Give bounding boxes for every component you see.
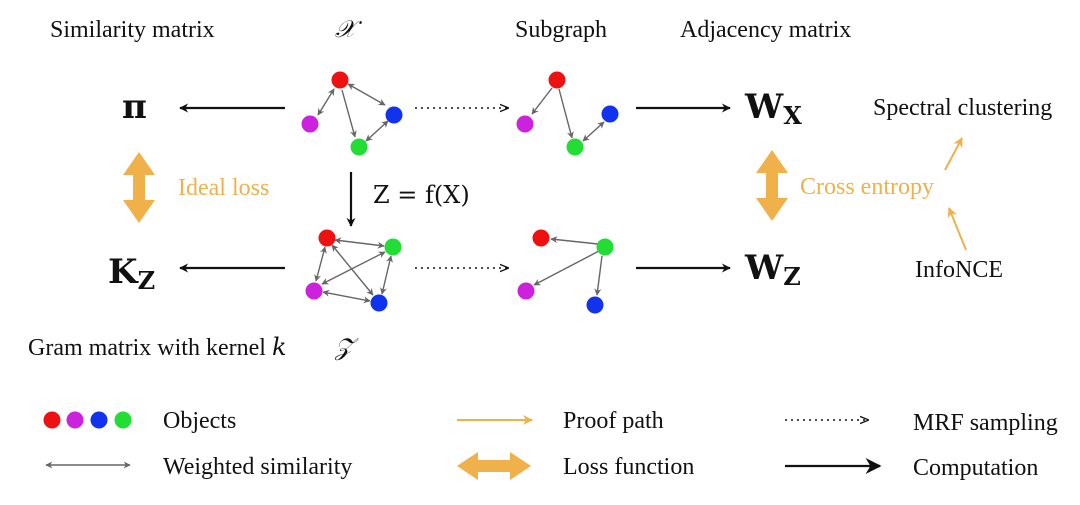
edge-z-green-blue bbox=[380, 255, 393, 295]
node-magenta bbox=[305, 282, 323, 300]
edge-z-red-blue bbox=[331, 244, 374, 296]
node-green bbox=[384, 238, 402, 256]
graph-z bbox=[305, 229, 402, 312]
subgraph-x bbox=[516, 71, 619, 156]
edge-x-red-magenta bbox=[317, 88, 335, 116]
edge-x-red-green bbox=[341, 89, 357, 138]
label-mapping: Z = f(X) bbox=[373, 181, 470, 209]
node-magenta bbox=[301, 115, 319, 133]
node-red bbox=[331, 71, 349, 89]
legend: Objects Weighted similarity Proof path L… bbox=[43, 408, 1058, 481]
node-pi: π bbox=[122, 87, 147, 127]
node-wx: WX bbox=[744, 87, 802, 130]
legend-dot-red bbox=[43, 411, 61, 429]
label-spectral-clustering: Spectral clustering bbox=[873, 95, 1052, 121]
edge-z-magenta-blue bbox=[322, 289, 371, 304]
legend-dot-blue bbox=[90, 411, 108, 429]
edge-x-red-blue bbox=[347, 83, 386, 106]
node-red bbox=[532, 229, 550, 247]
edge-z-red-magenta bbox=[314, 246, 327, 282]
edge-sx-red-green bbox=[558, 88, 574, 139]
node-kz: KZ bbox=[108, 252, 155, 295]
legend-proof-path: Proof path bbox=[563, 408, 664, 434]
edge-z-red-green bbox=[334, 237, 385, 249]
header-adjacency-matrix: Adjacency matrix bbox=[680, 17, 851, 43]
legend-computation: Computation bbox=[913, 455, 1038, 481]
legend-objects: Objects bbox=[163, 408, 236, 434]
subgraph-z bbox=[517, 229, 614, 314]
header-x-space: 𝒳 bbox=[335, 15, 363, 43]
loss-arrow-cross-entropy bbox=[756, 150, 788, 221]
node-red bbox=[548, 71, 566, 89]
edge-sz-green-blue bbox=[594, 255, 603, 296]
header-subgraph: Subgraph bbox=[515, 17, 607, 43]
legend-weighted-similarity: Weighted similarity bbox=[163, 454, 352, 480]
node-green bbox=[566, 138, 584, 156]
label-infonce: InfoNCE bbox=[915, 257, 1003, 283]
node-magenta bbox=[517, 282, 535, 300]
graph-x bbox=[301, 71, 403, 156]
proof-arrow-spectral bbox=[944, 137, 963, 171]
header-similarity-matrix: Similarity matrix bbox=[50, 17, 215, 43]
legend-dot-magenta bbox=[66, 411, 84, 429]
edge-z-magenta-green bbox=[321, 251, 386, 285]
legend-dot-green bbox=[114, 411, 132, 429]
node-blue bbox=[586, 296, 604, 314]
edge-sz-green-magenta bbox=[533, 250, 600, 286]
node-blue bbox=[385, 106, 403, 124]
label-z-space: 𝒵 bbox=[334, 333, 359, 361]
node-wz: WZ bbox=[744, 248, 801, 291]
loss-arrow-ideal bbox=[123, 152, 155, 223]
legend-loss-function: Loss function bbox=[563, 454, 694, 480]
edge-x-green-blue bbox=[365, 120, 389, 142]
node-red bbox=[318, 229, 336, 247]
edge-sz-green-red bbox=[550, 236, 599, 245]
label-ideal-loss: Ideal loss bbox=[178, 175, 269, 201]
node-blue bbox=[370, 294, 388, 312]
edge-sx-green-blue bbox=[582, 121, 605, 142]
node-green bbox=[596, 238, 614, 256]
node-green bbox=[350, 138, 368, 156]
label-gram-matrix: Gram matrix with kernel k bbox=[28, 333, 286, 361]
legend-loss-function-icon bbox=[457, 452, 531, 480]
label-cross-entropy: Cross entropy bbox=[800, 174, 934, 200]
node-magenta bbox=[516, 115, 534, 133]
legend-mrf-sampling: MRF sampling bbox=[913, 410, 1058, 436]
proof-arrow-infonce bbox=[947, 207, 967, 251]
node-blue bbox=[601, 105, 619, 123]
edge-sx-red-magenta bbox=[531, 87, 553, 115]
